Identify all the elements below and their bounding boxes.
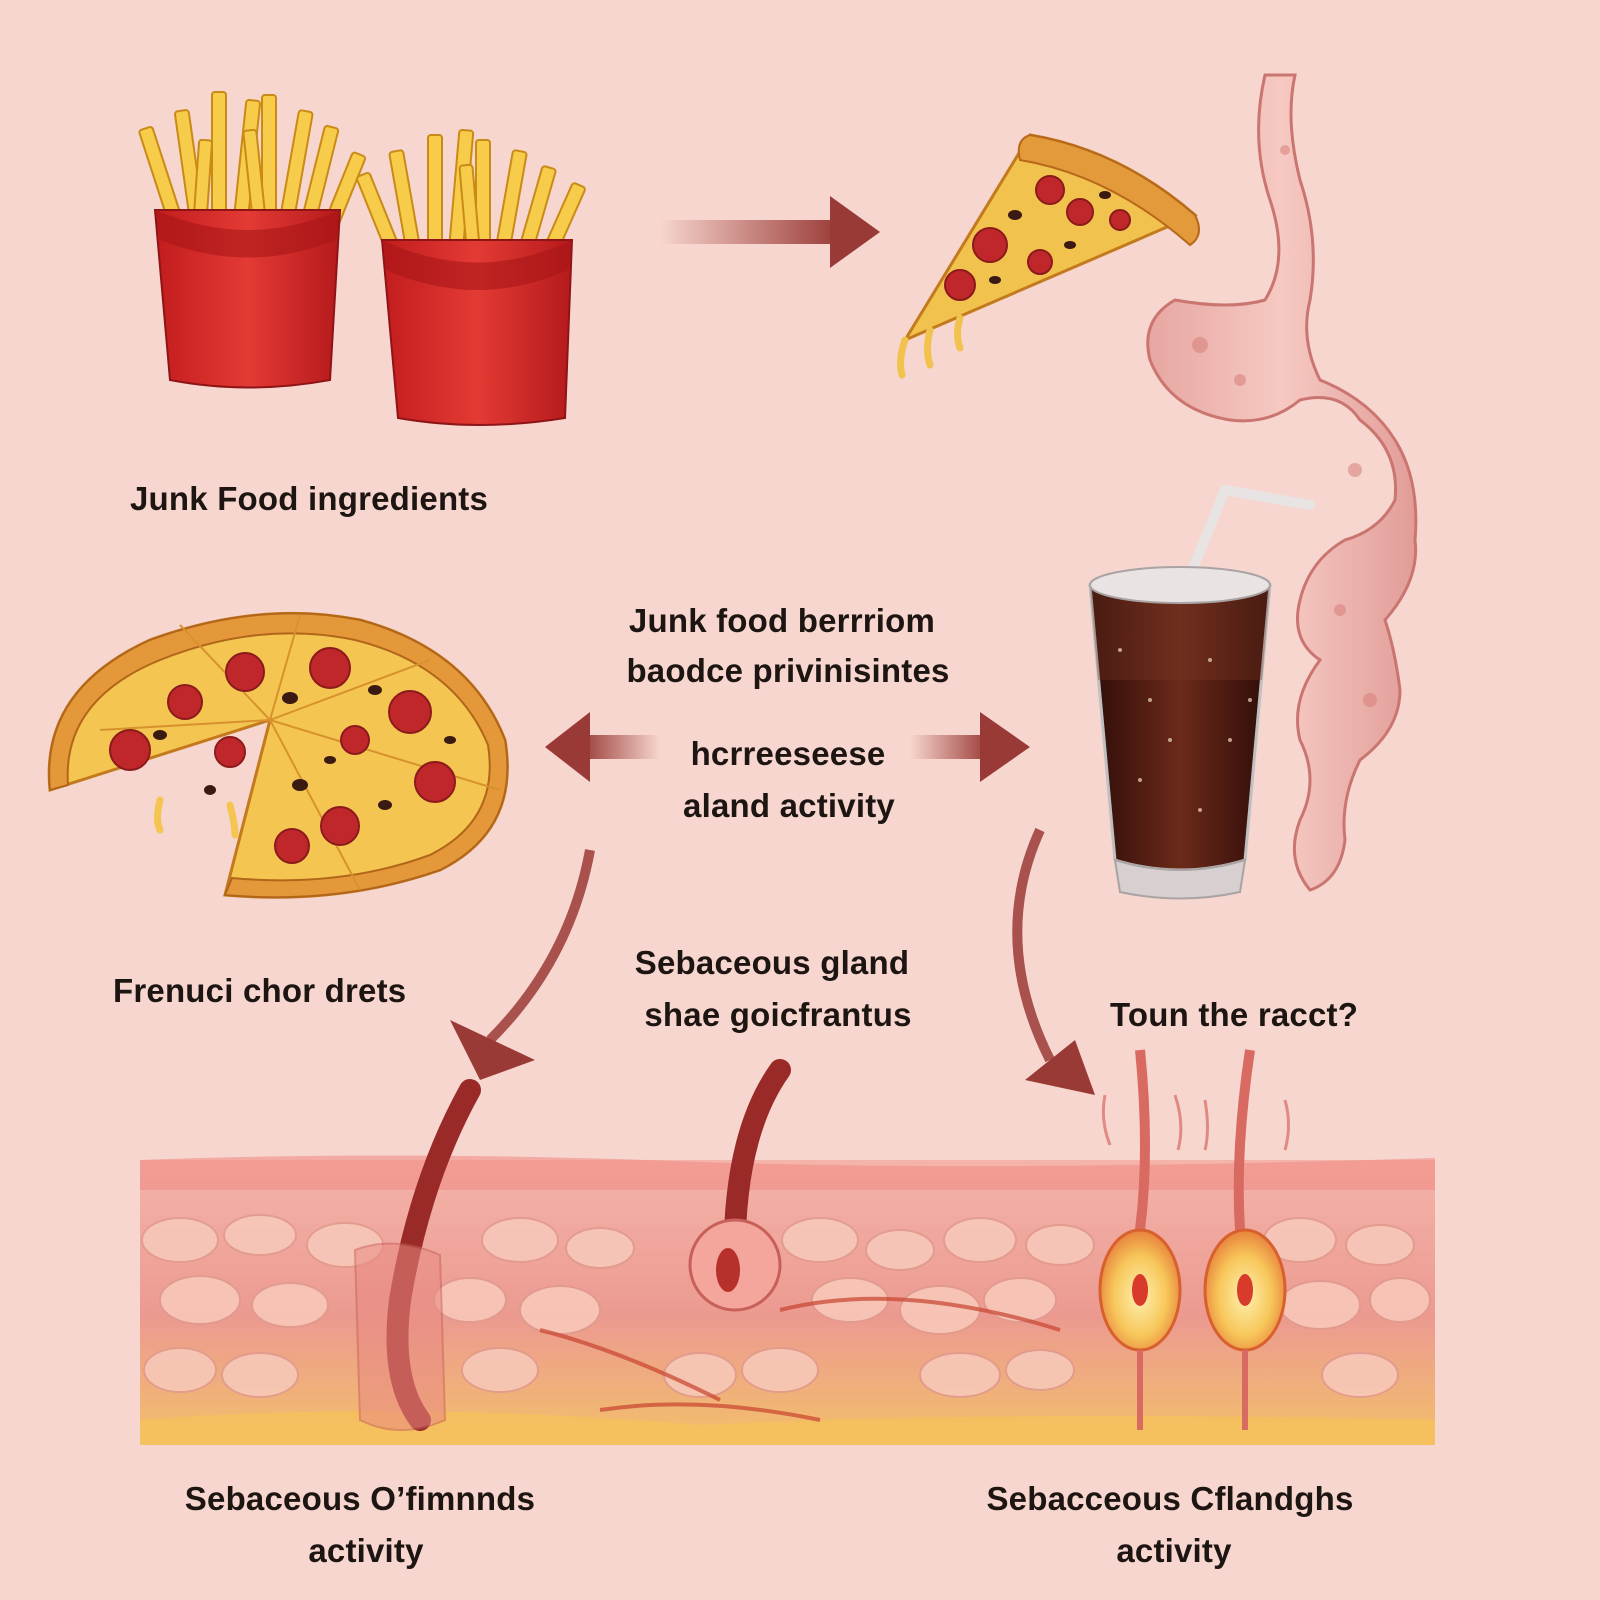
label-bottom-right-line2: activity: [1116, 1532, 1232, 1569]
label-junk-food-ingredients: Junk Food ingredients: [130, 480, 489, 517]
label-bottom-left-line1: Sebaceous O’fimnnds: [184, 1480, 536, 1517]
label-center-line4: aland activity: [683, 787, 895, 824]
hair-follicle-middle: [688, 1059, 791, 1312]
label-frenuci: Frenuci chor drets: [113, 972, 407, 1009]
fries-icon: [138, 91, 586, 426]
label-center-line2: baodce privinisintes: [626, 652, 950, 689]
label-sebaceous-mid-line1: Sebaceous gland: [634, 944, 910, 981]
hair-follicle-left: [353, 1079, 481, 1431]
arrow-curved-left: [450, 849, 595, 1080]
whole-pizza-icon: [47, 611, 509, 899]
intestine-icon: [1146, 73, 1418, 892]
sebaceous-glands-right: [1098, 1049, 1290, 1430]
cola-glass-icon: [1088, 485, 1315, 900]
label-sebaceous-mid-line2: shae goicfrantus: [644, 996, 912, 1033]
arrow-right-top: [660, 196, 880, 268]
arrow-double-center: [545, 712, 1030, 782]
label-center-line3: hcrreeseese: [690, 735, 886, 772]
label-bottom-right-line1: Sebacceous Cflandghs: [986, 1480, 1354, 1517]
pizza-slice-icon: [897, 133, 1200, 379]
label-bottom-left-line2: activity: [308, 1532, 424, 1569]
arrow-curved-right: [1012, 827, 1095, 1095]
label-toun: Toun the racct?: [1110, 996, 1359, 1033]
label-center-line1: Junk food berrriom: [628, 602, 936, 639]
